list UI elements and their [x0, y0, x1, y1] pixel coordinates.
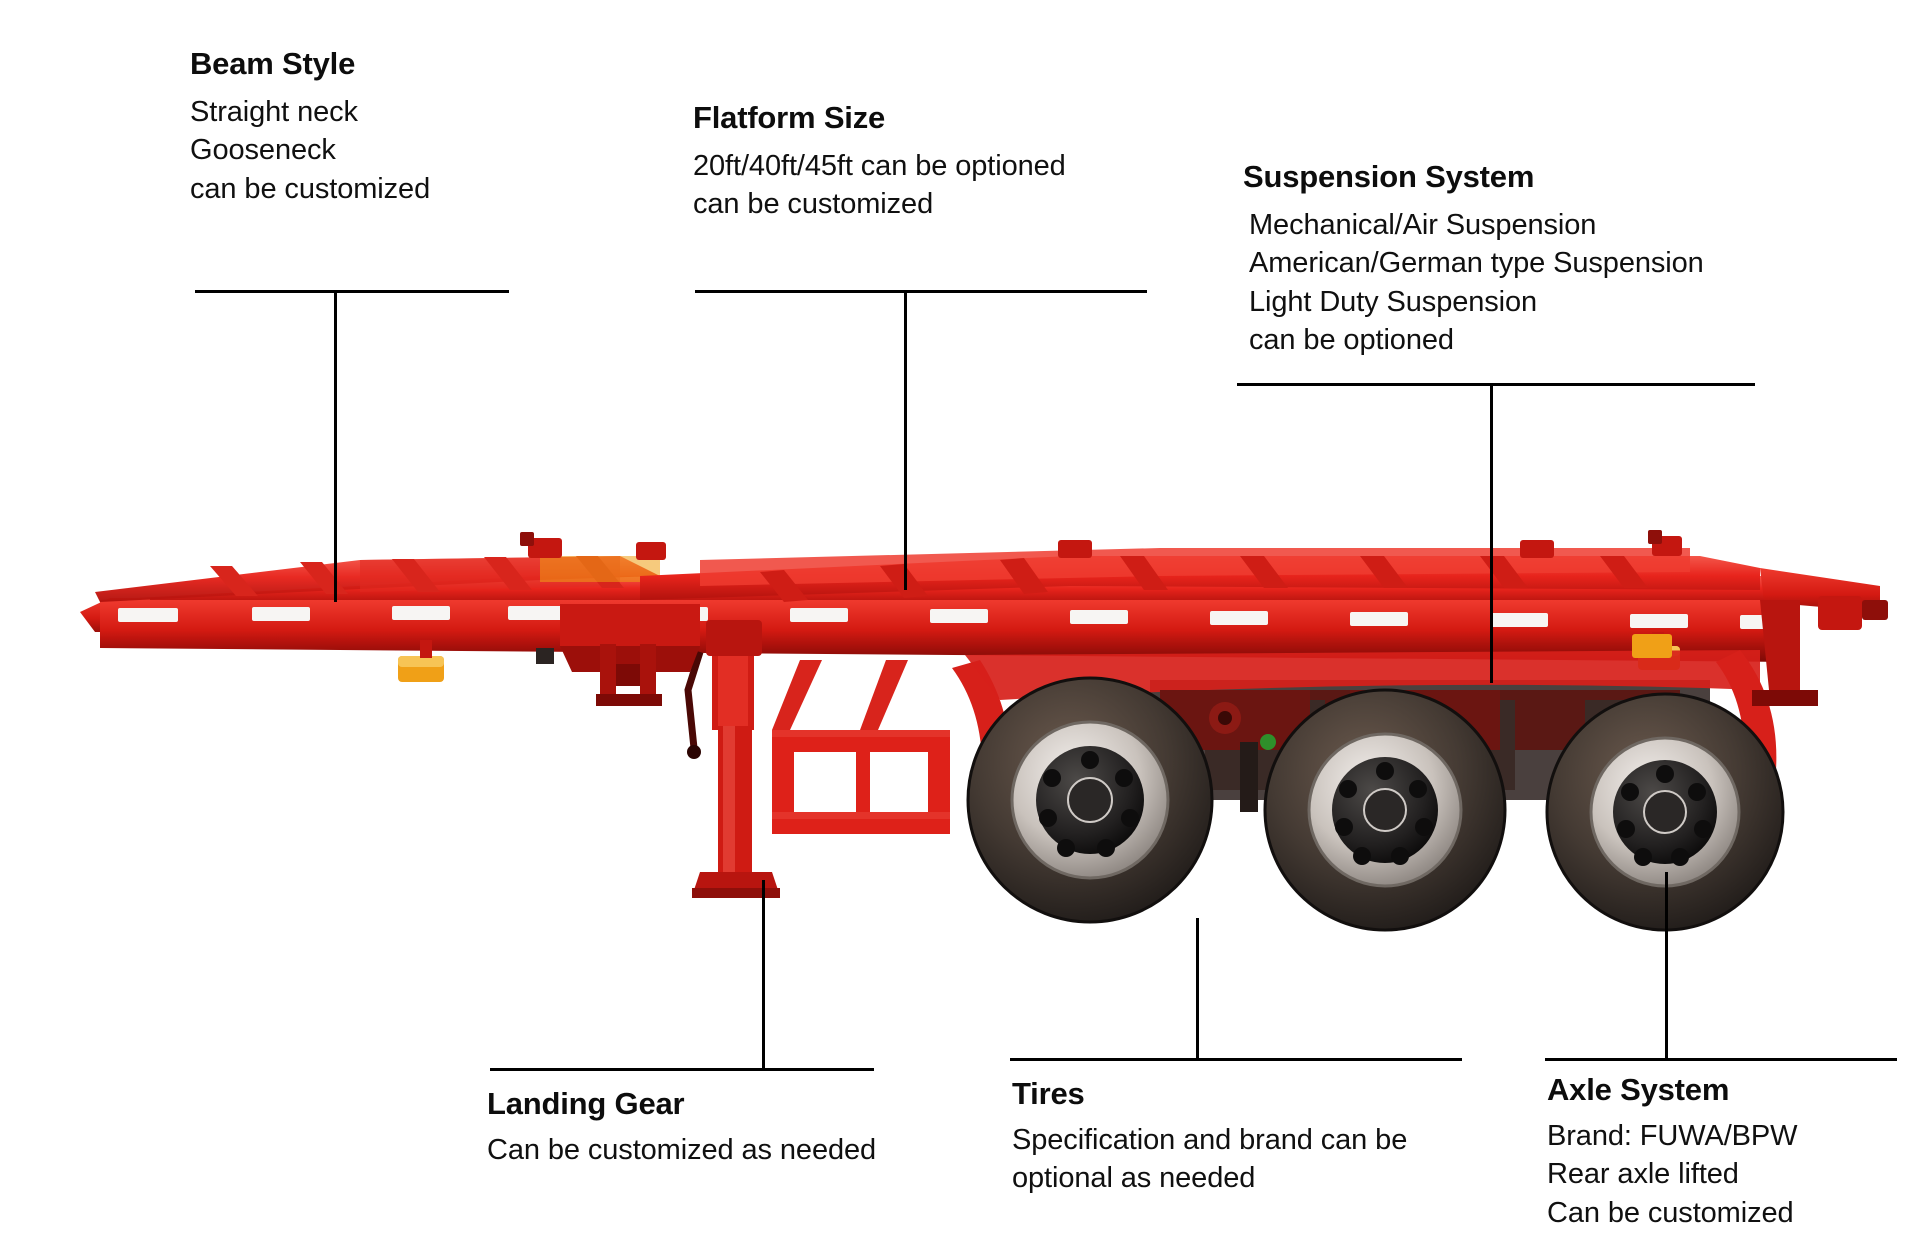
callout-title-tires: Tires	[1012, 1076, 1085, 1111]
callout-line: Specification and brand can be	[1012, 1123, 1408, 1156]
leader-rule-suspension	[1237, 383, 1755, 386]
callout-line: optional as needed	[1012, 1162, 1256, 1195]
callout-lines-landing-gear: Can be customized as needed	[487, 1131, 876, 1170]
callout-line: Rear axle lifted	[1547, 1158, 1739, 1191]
wheel-axle-3	[1545, 692, 1785, 932]
kingpin-plate	[560, 604, 700, 706]
landing-gear	[684, 620, 950, 898]
callout-line: 20ft/40ft/45ft can be optioned	[693, 149, 1066, 182]
callout-line: Can be customized as needed	[487, 1133, 877, 1166]
callout-axle-system: Axle System Brand: FUWA/BPW Rear axle li…	[1547, 1072, 1798, 1233]
callout-line: Brand: FUWA/BPW	[1547, 1119, 1798, 1152]
callout-line: Can be customized	[1547, 1196, 1794, 1229]
leader-rule-tires	[1010, 1058, 1462, 1061]
wheel-axle-2	[1263, 688, 1507, 932]
leader-stem-landing-gear	[762, 880, 765, 1068]
leader-stem-tires	[1196, 918, 1199, 1058]
callout-line: American/German type Suspension	[1249, 247, 1704, 280]
callout-lines-suspension-system: Mechanical/Air Suspension American/Germa…	[1249, 206, 1704, 360]
callout-title-flatform-size: Flatform Size	[693, 100, 886, 135]
callout-line: can be customized	[693, 188, 934, 221]
callout-beam-style: Beam Style Straight neck Gooseneck can b…	[190, 46, 430, 208]
leader-rule-landing-gear	[490, 1068, 874, 1071]
wheel-axle-1	[966, 676, 1214, 924]
callout-landing-gear: Landing Gear Can be customized as needed	[487, 1086, 876, 1169]
callout-suspension-system: Suspension System Mechanical/Air Suspens…	[1243, 159, 1704, 360]
callout-flatform-size: Flatform Size 20ft/40ft/45ft can be opti…	[693, 100, 1066, 224]
gooseneck-deck	[95, 556, 660, 602]
callout-title-landing-gear: Landing Gear	[487, 1086, 685, 1121]
callout-line: can be optioned	[1249, 324, 1454, 357]
callout-line: Mechanical/Air Suspension	[1249, 208, 1597, 241]
leader-stem-suspension	[1490, 383, 1493, 683]
air-line-coupling	[536, 648, 554, 664]
leader-rule-beam-style	[195, 290, 509, 293]
leader-stem-flatform-size	[904, 290, 907, 590]
callout-title-beam-style: Beam Style	[190, 46, 356, 81]
callout-line: Straight neck	[190, 95, 358, 128]
rear-frame	[1632, 568, 1888, 706]
leader-rule-flatform-size	[695, 290, 1147, 293]
callout-title-suspension-system: Suspension System	[1243, 159, 1535, 194]
callout-title-axle-system: Axle System	[1547, 1072, 1730, 1107]
callout-line: Light Duty Suspension	[1249, 285, 1538, 318]
leader-stem-axle-system	[1665, 872, 1668, 1058]
callout-lines-axle-system: Brand: FUWA/BPW Rear axle lifted Can be …	[1547, 1117, 1798, 1233]
callout-line: Gooseneck	[190, 134, 336, 167]
callout-lines-flatform-size: 20ft/40ft/45ft can be optioned can be cu…	[693, 147, 1066, 224]
leader-stem-beam-style	[334, 290, 337, 602]
callout-line: can be customized	[190, 172, 431, 205]
leader-rule-axle-system	[1545, 1058, 1897, 1061]
callout-lines-tires: Specification and brand can be optional …	[1012, 1121, 1407, 1198]
twist-locks	[520, 530, 1682, 560]
callout-lines-beam-style: Straight neck Gooseneck can be customize…	[190, 93, 430, 209]
callout-tires: Tires Specification and brand can be opt…	[1012, 1076, 1407, 1198]
